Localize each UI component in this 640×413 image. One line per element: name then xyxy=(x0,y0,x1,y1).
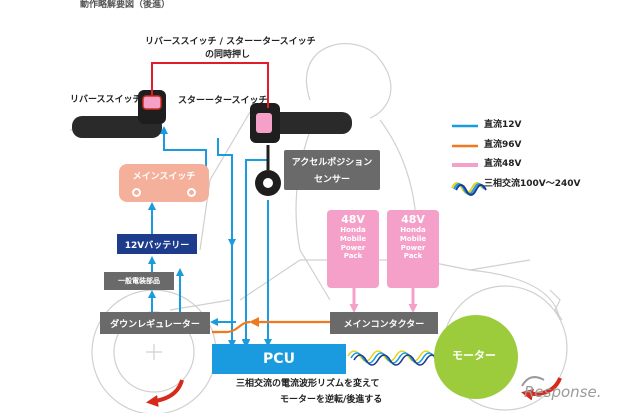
watermark-logo: Response. xyxy=(524,383,602,401)
pcu-box: PCU xyxy=(212,344,346,374)
down-regulator-box: ダウンレギュレーター xyxy=(100,312,210,334)
power-pack-2-line2: Mobile xyxy=(399,234,427,243)
power-pack-1-line4: Pack xyxy=(343,252,363,261)
battery-12v-box: 12Vバッテリー xyxy=(117,234,197,254)
motor-reverse-arrow xyxy=(521,377,562,401)
legend-symbols xyxy=(451,124,487,196)
main-switch-contact-left xyxy=(132,188,141,197)
main-switch-contact-right xyxy=(187,188,196,197)
rear-wheel-reverse-arrow xyxy=(146,379,184,407)
legend-label-dc12: 直流12V xyxy=(484,120,522,130)
power-pack-2-line4: Pack xyxy=(403,252,423,261)
power-pack-1-voltage: 48V xyxy=(341,213,365,226)
power-pack-1-line1: Honda xyxy=(340,226,366,235)
main-switch-box: メインスイッチ xyxy=(119,164,209,202)
power-pack-2: 48V Honda Mobile Power Pack xyxy=(387,210,439,288)
main-switch-label: メインスイッチ xyxy=(132,172,196,182)
starter-switch-label: スターータースイッチ xyxy=(178,96,268,106)
interlock-line xyxy=(151,62,269,108)
watermark-swoosh xyxy=(521,376,545,387)
interlock-label-bottom: の同時押し xyxy=(205,50,251,60)
reverse-switch-button xyxy=(142,95,162,110)
legend-label-three-phase: 三相交流100V～240V xyxy=(484,179,581,189)
accel-sensor-label-line1: アクセルポジション xyxy=(291,158,373,168)
electrical-components-box: 一般電装部品 xyxy=(104,272,174,290)
power-pack-1: 48V Honda Mobile Power Pack xyxy=(327,210,379,288)
accel-sensor-label-line2: センサー xyxy=(313,175,350,185)
accel-sensor-box: アクセルポジション センサー xyxy=(284,150,380,190)
reverse-switch-label: リバーススイッチ xyxy=(70,95,142,105)
right-handlebar-grip xyxy=(262,112,352,134)
interlock-label-top: リバーススイッチ / スターータースイッチ xyxy=(145,37,316,47)
motor-label: モーター xyxy=(452,349,496,362)
motor-circle xyxy=(434,315,518,399)
main-contactor-box: メインコンタクター xyxy=(330,312,438,334)
page-title: 動作略解要図（後進） xyxy=(80,0,171,10)
power-pack-2-line3: Power xyxy=(400,243,426,252)
bottom-caption-line1: 三相交流の電流波形リズムを変えて xyxy=(236,379,380,389)
legend-label-dc48: 直流48V xyxy=(484,159,522,169)
power-pack-2-voltage: 48V xyxy=(401,213,425,226)
power-pack-1-line2: Mobile xyxy=(339,234,367,243)
bottom-caption-line2: モーターを逆転/後進する xyxy=(280,395,383,405)
legend-label-dc96: 直流96V xyxy=(484,140,522,150)
dc96-wiring xyxy=(212,317,330,334)
power-pack-1-line3: Power xyxy=(340,243,366,252)
starter-switch-button xyxy=(256,113,272,133)
power-pack-2-line1: Honda xyxy=(400,226,426,235)
three-phase-wiring xyxy=(347,350,439,366)
